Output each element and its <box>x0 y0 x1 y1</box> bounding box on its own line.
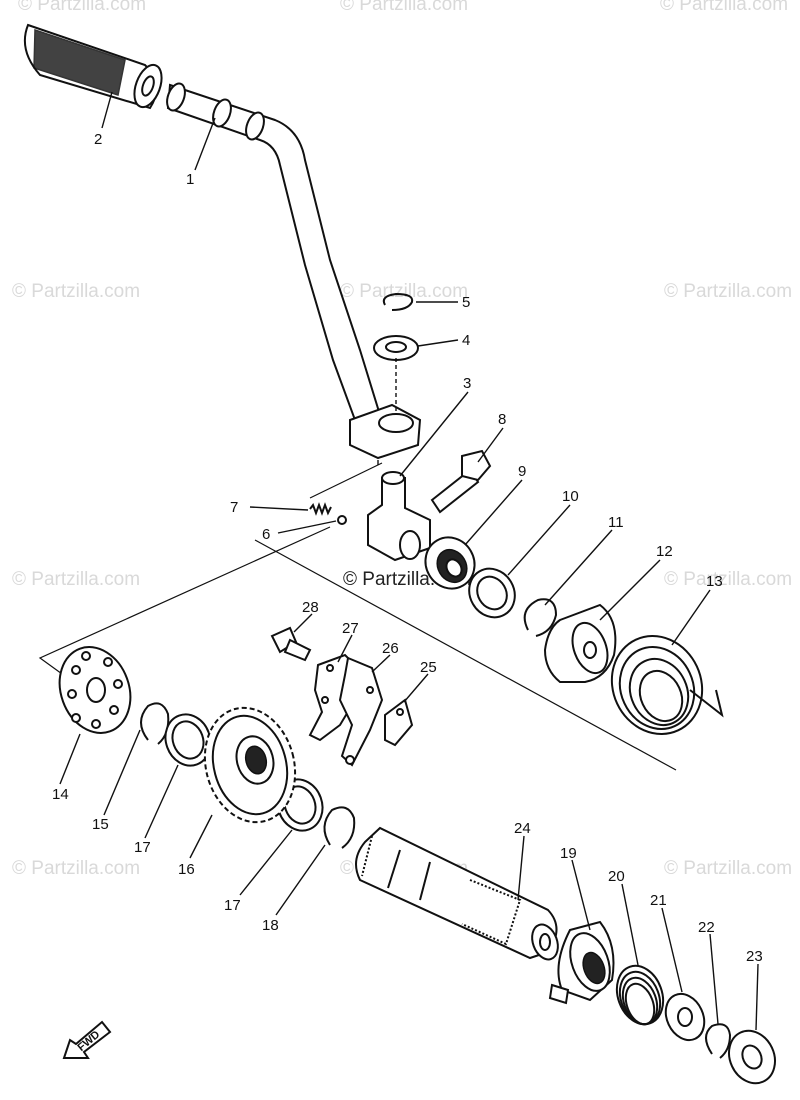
part-10-washer <box>468 567 516 619</box>
leader-lines <box>59 91 759 1031</box>
fwd-direction-arrow: FWD <box>62 1020 112 1059</box>
leader-16 <box>189 814 213 859</box>
part-9-bushing <box>424 536 476 590</box>
part-17-washer-a <box>164 713 212 767</box>
callout-4: 4 <box>462 332 470 349</box>
leader-14 <box>59 733 81 785</box>
callout-12: 12 <box>656 543 673 560</box>
leader-10 <box>507 504 571 576</box>
part-28-bolt <box>270 626 312 662</box>
watermark-top-left: © Partzilla.com <box>18 0 146 15</box>
leader-19 <box>571 859 591 931</box>
part-7-spring <box>309 502 332 516</box>
watermark-row4-right: © Partzilla.com <box>664 858 792 879</box>
callout-numbers: 1 2 3 4 5 6 7 8 9 10 11 12 13 14 15 16 1… <box>52 131 763 965</box>
leader-9 <box>464 479 523 546</box>
leader-21 <box>661 907 683 993</box>
leader-13 <box>671 589 711 646</box>
watermark-row2-center: © Partzilla.com <box>340 281 468 302</box>
leader-27 <box>337 634 353 663</box>
watermark-row3-right: © Partzilla.com <box>664 569 792 590</box>
leader-15 <box>103 729 141 816</box>
callout-15: 15 <box>92 816 109 833</box>
callout-11: 11 <box>608 514 624 531</box>
callout-3: 3 <box>463 375 471 392</box>
part-4-washer <box>373 335 419 415</box>
callout-6: 6 <box>262 526 270 543</box>
callout-25: 25 <box>420 659 437 676</box>
part-25-stopper <box>384 698 414 747</box>
callout-5: 5 <box>462 294 470 311</box>
leader-17a <box>144 764 179 839</box>
callout-16: 16 <box>178 861 195 878</box>
callout-28: 28 <box>302 599 319 616</box>
callout-18: 18 <box>262 917 279 934</box>
callout-13: 13 <box>706 573 723 590</box>
callout-21: 21 <box>650 892 667 909</box>
part-26-guide-plate <box>338 656 384 767</box>
leader-18 <box>275 844 326 916</box>
watermark-row3-left: © Partzilla.com <box>12 569 140 590</box>
leader-2 <box>101 91 113 129</box>
callout-27: 27 <box>342 620 359 637</box>
part-5-circlip <box>382 292 414 311</box>
part-12-spring-guide <box>543 603 617 683</box>
callout-26: 26 <box>382 640 399 657</box>
part-6-ball <box>337 515 347 525</box>
callout-19: 19 <box>560 845 577 862</box>
leader-23 <box>755 963 759 1031</box>
callout-1: 1 <box>186 171 194 188</box>
leader-25 <box>403 673 429 703</box>
watermark-top-center: © Partzilla.com <box>340 0 468 15</box>
callout-10: 10 <box>562 488 579 505</box>
callout-7: 7 <box>230 499 238 516</box>
watermark-row2-right: © Partzilla.com <box>664 281 792 302</box>
part-1-kick-arm <box>166 82 422 465</box>
part-18-circlip <box>323 806 356 849</box>
leader-20 <box>621 883 639 966</box>
callout-17a: 17 <box>134 839 151 856</box>
leader-11 <box>544 529 613 606</box>
part-15-circlip <box>140 702 170 745</box>
leader-7 <box>249 506 309 511</box>
leader-12 <box>599 559 661 621</box>
callout-2: 2 <box>94 131 102 148</box>
part-22-circlip <box>705 1023 732 1059</box>
callout-17b: 17 <box>224 897 241 914</box>
leader-17b <box>239 829 293 896</box>
leader-26 <box>371 654 391 673</box>
part-14-plate <box>58 646 132 734</box>
callout-8: 8 <box>498 411 506 428</box>
part-13-torsion-spring <box>610 635 724 735</box>
part-20-spring <box>615 964 665 1026</box>
part-16-kick-gear <box>203 706 297 824</box>
watermark-top-right: © Partzilla.com <box>660 0 788 15</box>
callout-23: 23 <box>746 948 763 965</box>
leader-4 <box>417 339 459 347</box>
part-11-circlip <box>523 598 558 637</box>
part-8-bolt <box>430 449 492 514</box>
part-21-washer <box>664 992 706 1042</box>
part-23-washer <box>728 1029 776 1085</box>
part-3-kick-boss <box>367 471 431 562</box>
leader-22 <box>709 933 719 1025</box>
watermark-row4-left: © Partzilla.com <box>12 858 140 879</box>
callout-9: 9 <box>518 463 526 480</box>
leader-6 <box>277 520 337 534</box>
part-24-kick-axle <box>355 826 559 961</box>
callout-22: 22 <box>698 919 715 936</box>
watermark-row2-left: © Partzilla.com <box>12 281 140 302</box>
callout-20: 20 <box>608 868 625 885</box>
leader-1 <box>194 117 216 171</box>
part-2-kick-grip <box>24 23 163 110</box>
callout-24: 24 <box>514 820 531 837</box>
leader-24 <box>517 835 525 901</box>
part-19-ratchet <box>548 920 615 1005</box>
leader-28 <box>293 613 313 633</box>
leader-8 <box>477 427 504 463</box>
leader-3 <box>399 391 469 477</box>
callout-14: 14 <box>52 786 69 803</box>
